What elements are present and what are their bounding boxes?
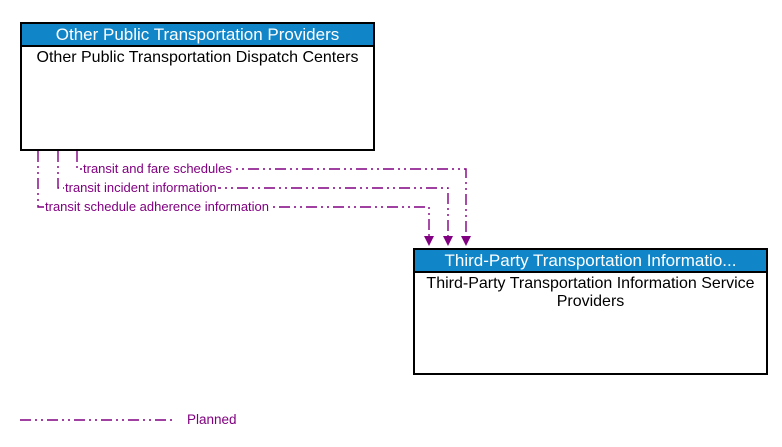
entity-header-third-party-transportation-information[interactable]: Third-Party Transportation Informatio... <box>415 250 766 273</box>
flow-label-transit-and-fare-schedules[interactable]: transit and fare schedules <box>82 161 233 177</box>
arrowhead-transit-and-fare-schedules <box>461 236 471 246</box>
flow-line-transit-and-fare-schedules <box>76 151 467 236</box>
legend-planned-label: Planned <box>187 412 237 428</box>
entity-box-third-party-transportation[interactable]: Third-Party Transportation Informatio...… <box>413 248 768 375</box>
flow-line-transit-incident-information <box>57 151 449 236</box>
arrowhead-transit-incident-information <box>443 236 453 246</box>
entity-box-other-public-transportation[interactable]: Other Public Transportation Providers Ot… <box>20 22 375 151</box>
entity-header-other-public-transportation-providers[interactable]: Other Public Transportation Providers <box>22 24 373 47</box>
flow-label-transit-incident-information[interactable]: transit incident information <box>64 180 218 196</box>
entity-body-third-party-transportation-information-service-providers: Third-Party Transportation Information S… <box>426 275 755 310</box>
flow-label-transit-schedule-adherence-information[interactable]: transit schedule adherence information <box>44 199 271 215</box>
arrowhead-transit-schedule-adherence-information <box>424 236 434 246</box>
entity-body-other-public-transportation-dispatch-centers: Other Public Transportation Dispatch Cen… <box>36 49 359 66</box>
